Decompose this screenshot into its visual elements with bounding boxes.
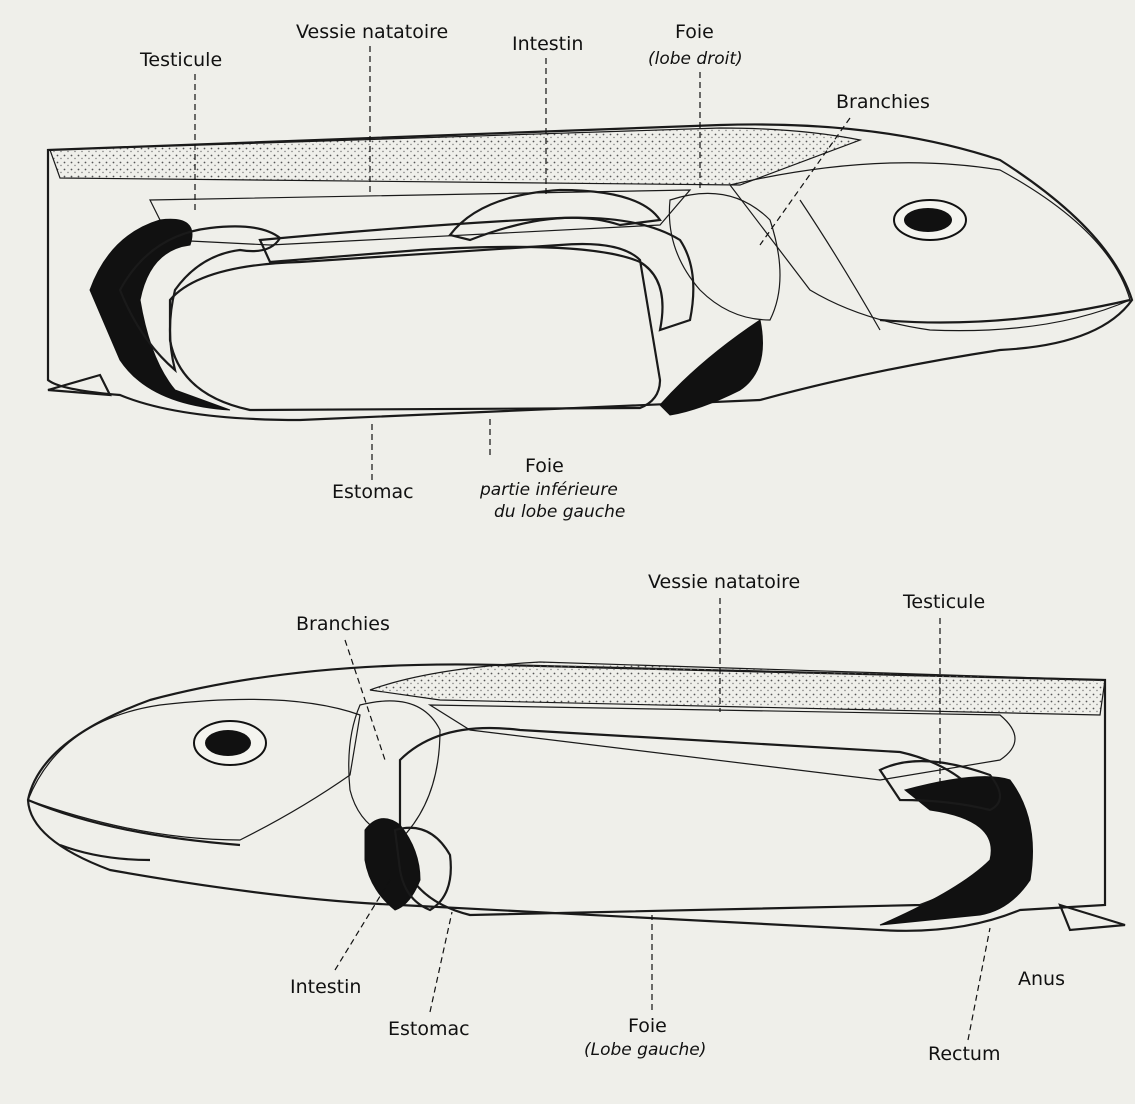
label-top-foie-sub: (lobe droit) (648, 49, 743, 69)
label-bottom-estomac: Estomac (388, 1018, 470, 1040)
label-bottom-foie-sub: (Lobe gauche) (584, 1040, 706, 1060)
label-bottom-anus: Anus (1018, 968, 1065, 990)
fish-top-liver-lower (170, 244, 660, 410)
fish-bottom-eye (205, 730, 251, 756)
fish-bottom-head (28, 699, 360, 840)
fish-top-gills (669, 193, 780, 320)
fish-bottom-gills (349, 701, 440, 840)
fish-top-testis (90, 219, 230, 410)
label-top-testicule: Testicule (139, 49, 222, 71)
fish-top (48, 124, 1132, 420)
fish-top-swim-bladder (150, 190, 690, 245)
label-bottom-branchies: Branchies (296, 613, 390, 635)
label-top-foie-lower: Foie (525, 455, 564, 477)
fish-bottom-dorsal-band (370, 662, 1105, 715)
fish-bottom-mouth (28, 800, 240, 845)
label-bottom-foie: Foie (628, 1015, 667, 1037)
fish-top-head (730, 163, 1130, 331)
leader-bottom-rectum (968, 928, 990, 1040)
fish-top-mouth (880, 300, 1130, 323)
fish-bottom (28, 662, 1125, 931)
bottom-labels: Vessie natatoire Testicule Branchies Int… (290, 571, 1065, 1065)
top-labels: Testicule Vessie natatoire Intestin Foie… (139, 21, 930, 522)
label-bottom-rectum: Rectum (928, 1043, 1000, 1065)
label-top-vessie: Vessie natatoire (296, 21, 448, 43)
leader-bottom-estomac (430, 912, 452, 1012)
leader-bottom-branchies (345, 640, 385, 760)
label-bottom-testicule: Testicule (902, 591, 985, 613)
fish-top-eye (904, 208, 952, 232)
label-top-foie-lower-sub1: partie inférieure (479, 480, 618, 500)
label-top-estomac: Estomac (332, 481, 414, 503)
fish-bottom-tail (1060, 905, 1125, 930)
fish-bottom-liver (400, 728, 1005, 915)
fish-top-operculum (800, 200, 880, 330)
label-top-foie-lower-sub2: du lobe gauche (494, 502, 625, 522)
label-top-branchies: Branchies (836, 91, 930, 113)
label-bottom-intestin: Intestin (290, 976, 361, 998)
label-top-foie: Foie (675, 21, 714, 43)
label-bottom-vessie: Vessie natatoire (648, 571, 800, 593)
fish-top-stomach-right (450, 190, 660, 240)
fish-top-dorsal-band (50, 128, 860, 185)
label-top-intestin: Intestin (512, 33, 583, 55)
